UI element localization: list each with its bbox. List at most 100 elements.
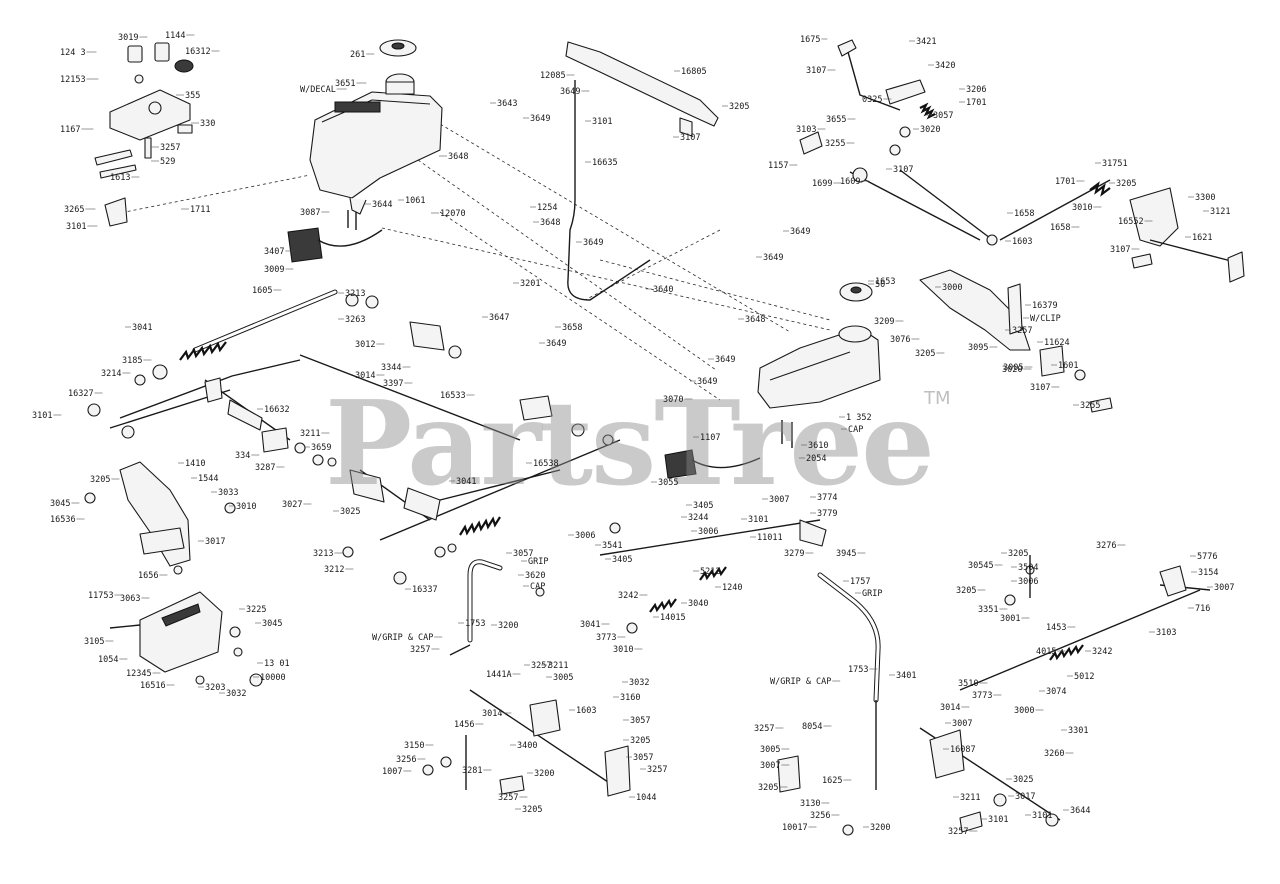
part-label: 3773 [972,691,992,701]
part-label: 1711 [190,205,210,215]
right-shifter-assembly [986,181,1245,283]
part-label: 1544 [198,474,218,484]
part-label: 3301 [1068,726,1088,736]
part-label: 3200 [498,621,518,631]
part-label: 3007 [769,495,789,505]
part-label: 3649 [790,227,810,237]
part-label: 3107 [893,165,913,175]
part-label: 3244 [688,513,708,523]
control-bracket-assembly [94,42,194,227]
part-label: 3017 [1015,792,1035,802]
part-label: 3407 [264,247,284,257]
part-label: 3200 [534,769,554,779]
part-label: 334 [235,451,250,461]
part-label: 3255 [1080,401,1100,411]
part-label: 16312 [185,47,211,57]
part-label: 3260 [1044,749,1064,759]
part-label: 1757 [850,577,870,587]
part-label: 1699 [812,179,832,189]
part-label: 3257 [531,661,551,671]
part-label: 3014 [940,703,960,713]
part-label: 3211 [300,429,320,439]
part-label: 1054 [98,655,118,665]
part-label: 3201 [520,279,540,289]
fuel-tank [309,73,443,230]
part-label: 3405 [693,501,713,511]
handle-grip-left [449,559,503,656]
part-label: 3504 [1018,563,1038,573]
part-label: 3647 [489,313,509,323]
part-label: 3644 [372,200,392,210]
part-label: 3649 [530,114,550,124]
part-label: 1 352 [846,413,872,423]
part-label: 3211 [548,661,568,671]
part-label: 3276 [1096,541,1116,551]
part-label: 1603 [576,706,596,716]
mid-right-bracket [919,269,1113,413]
part-label: 3014 [355,371,375,381]
part-label: 12070 [440,209,466,219]
part-label: 3400 [517,741,537,751]
part-label: 1656 [138,571,158,581]
part-label: 3643 [497,99,517,109]
part-label: 1653 [875,277,895,287]
part-label: 261 [350,50,365,60]
part-label: 12345 [126,669,152,679]
part-label: 1157 [768,161,788,171]
part-label: 3281 [462,766,482,776]
part-label: 1456 [454,720,474,730]
part-label: 3205 [758,783,778,793]
part-label: 16087 [950,745,976,755]
part-label: 11011 [757,533,783,543]
part-label: 3012 [355,340,375,350]
part-label: 16552 [1118,217,1144,227]
part-label: 2054 [806,454,826,464]
part-label: 8054 [802,722,822,732]
part-label: 716 [1195,604,1210,614]
part-label: 3205 [90,475,110,485]
part-label: 3121 [1210,207,1230,217]
part-label: 3649 [697,377,717,387]
part-label: 3006 [575,531,595,541]
part-label: 3205 [729,102,749,112]
part-label: 3648 [540,218,560,228]
part-label: 12085 [540,71,566,81]
part-label: 3105 [84,637,104,647]
part-label: 10017 [782,823,808,833]
part-label: 3154 [1198,568,1218,578]
part-label: 14015 [660,613,686,623]
part-label: 3205 [1116,179,1136,189]
part-label: 1753 [465,619,485,629]
part-label: 1625 [822,776,842,786]
part-label: 31751 [1102,159,1128,169]
center-shaft [204,321,614,467]
part-label: 4015 [1036,647,1056,657]
bottom-center-lever [422,699,631,797]
part-label: 3005 [760,745,780,755]
part-label: 3257 [647,765,667,775]
part-label: 3101 [988,815,1008,825]
part-label: 3287 [255,463,275,473]
part-label: 16538 [533,459,559,469]
part-label: GRIP [528,557,548,567]
part-label: 3257 [1012,326,1032,336]
part-label: 1254 [537,203,557,213]
part-label: 3242 [1092,647,1112,657]
part-label: 3257 [754,724,774,734]
part-label: 3205 [522,805,542,815]
part-label: 3130 [800,799,820,809]
part-label: GRIP [862,589,882,599]
part-label: 1007 [382,767,402,777]
part-label: 3076 [890,335,910,345]
part-label: 3214 [101,369,121,379]
part-label: 3103 [1156,628,1176,638]
handle-grip-right [817,572,881,790]
part-label: 3010 [1072,203,1092,213]
part-label: 13 01 [264,659,290,669]
lower-center-shaft [342,469,545,597]
part-label: 529 [160,157,175,167]
part-label: 1441A [486,670,512,680]
part-label: 1658 [1050,223,1070,233]
part-label: 3242 [618,591,638,601]
